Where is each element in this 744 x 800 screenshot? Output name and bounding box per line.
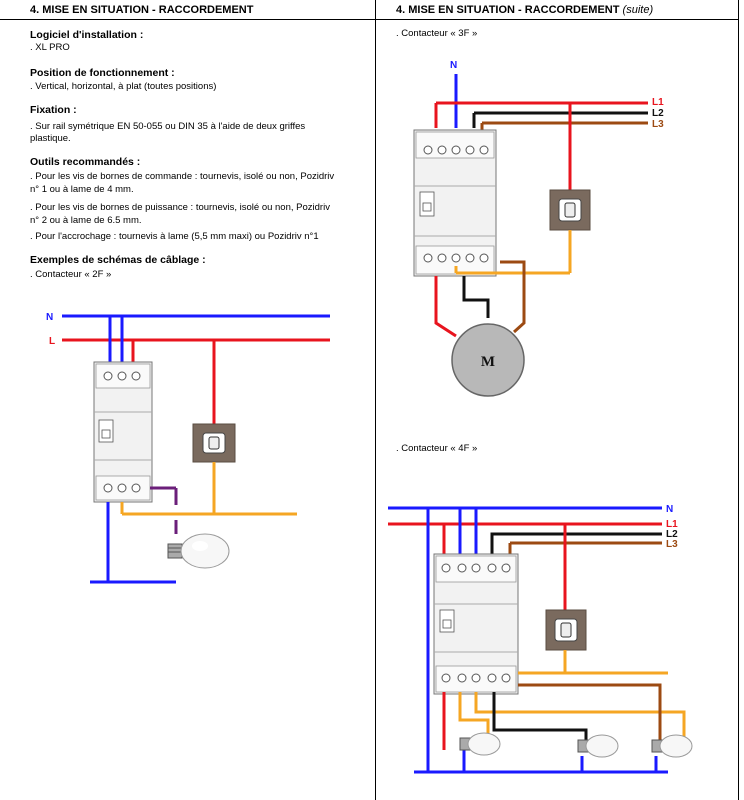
wire-label-n-3f: N	[450, 60, 457, 71]
software-title: Logiciel d'installation :	[30, 29, 144, 41]
lamp-bulb-3	[651, 734, 693, 758]
wire-label-l3-4f: L3	[666, 539, 678, 550]
motor: M	[451, 323, 525, 397]
diagram-2f: N L	[46, 312, 330, 584]
right-column: 4. MISE EN SITUATION - RACCORDEMENT (sui…	[376, 0, 744, 800]
tools-text-5: . Pour l'accrochage : tournevis à lame (…	[30, 231, 319, 242]
diagram-3f: N L1 L2 L3	[413, 60, 664, 397]
lamp-bulb-2	[577, 734, 619, 758]
label-4f: . Contacteur « 4F »	[396, 443, 478, 454]
tools-text-2: n° 1 ou à lame de 4 mm.	[30, 184, 134, 195]
right-header: 4. MISE EN SITUATION - RACCORDEMENT (sui…	[376, 0, 738, 20]
contactor-3f	[413, 129, 497, 277]
left-header: 4. MISE EN SITUATION - RACCORDEMENT	[0, 0, 375, 20]
tools-text-4: n° 2 ou à lame de 6.5 mm.	[30, 215, 142, 226]
wire-label-l1-4f: L1	[666, 519, 678, 530]
examples-text: . Contacteur « 2F »	[30, 269, 112, 280]
wire-label-l2-4f: L2	[666, 529, 678, 540]
label-3f: . Contacteur « 3F »	[396, 28, 478, 39]
wire-label-n: N	[46, 312, 53, 323]
push-button-switch	[192, 423, 236, 463]
fixation-text-1: . Sur rail symétrique EN 50-055 ou DIN 3…	[30, 121, 306, 132]
fixation-text-2: plastique.	[30, 133, 71, 144]
wire-label-n-4f: N	[666, 504, 673, 515]
push-button-switch-3f	[549, 189, 591, 231]
fixation-title: Fixation :	[30, 104, 77, 116]
page-edge-line	[738, 0, 739, 800]
wire-label-l3-3f: L3	[652, 119, 664, 130]
column-divider	[375, 0, 376, 800]
examples-title: Exemples de schémas de câblage :	[30, 254, 206, 266]
right-header-suffix: (suite)	[622, 4, 654, 16]
diagram-4f: N L1 L2 L3	[388, 504, 693, 774]
tools-text-3: . Pour les vis de bornes de puissance : …	[30, 202, 330, 213]
wire-label-l: L	[49, 336, 55, 347]
lamp-bulb	[167, 533, 230, 569]
position-title: Position de fonctionnement :	[30, 67, 175, 79]
tools-text-1: . Pour les vis de bornes de commande : t…	[30, 171, 335, 182]
push-button-switch-4f	[545, 609, 587, 651]
contactor-4f	[433, 553, 519, 695]
tools-title: Outils recommandés :	[30, 156, 141, 168]
wire-label-l2-3f: L2	[652, 108, 664, 119]
position-text: . Vertical, horizontal, à plat (toutes p…	[30, 81, 217, 92]
right-header-main: 4. MISE EN SITUATION - RACCORDEMENT	[396, 4, 620, 16]
wire-label-l1-3f: L1	[652, 97, 664, 108]
left-column: 4. MISE EN SITUATION - RACCORDEMENT Logi…	[0, 0, 375, 584]
motor-label: M	[481, 354, 495, 370]
software-text: . XL PRO	[30, 42, 70, 53]
lamp-bulb-1	[459, 732, 501, 756]
contactor-2f	[93, 361, 153, 503]
